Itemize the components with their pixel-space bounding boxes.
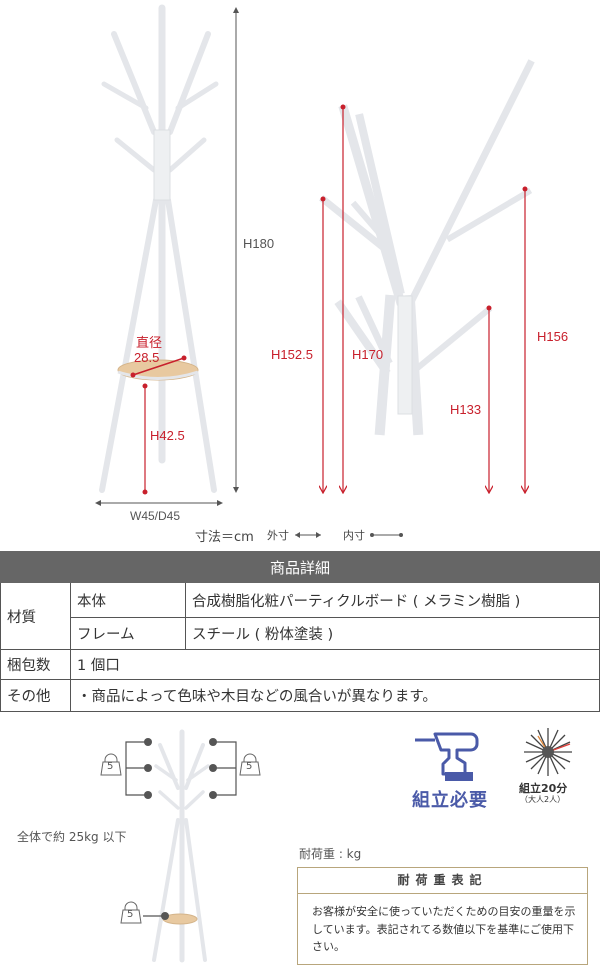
- table-row: その他 ・商品によって色味や木目などの風合いが異なります。: [0, 679, 600, 712]
- row-value-body: 合成樹脂化粧パーティクルボード ( メラミン樹脂 ): [185, 582, 600, 618]
- double-arrow-icon: [295, 532, 403, 538]
- shelf-diameter-label: 直径: [136, 335, 163, 350]
- front-view-diagram: H180 直径 28.5 H42.5 W45/D45: [0, 0, 274, 523]
- hook-height-156: H156: [537, 329, 569, 344]
- hook-height-170: H170: [352, 347, 384, 362]
- load-capacity-diagram: 5 5 5 全体で約 25kg 以下: [0, 720, 300, 970]
- row-label-other: その他: [0, 679, 71, 712]
- row-value-other: ・商品によって色味や木目などの風合いが異なります。: [70, 679, 600, 712]
- total-height-label: H180: [243, 236, 275, 251]
- clock-burst-icon: [524, 728, 572, 776]
- weight-icon-right-value: 5: [246, 761, 253, 772]
- notice-title: 耐荷重表記: [298, 868, 587, 894]
- notice-body: お客様が安全に使っていただくための目安の重量を示しています。表記されてる数値以下…: [312, 905, 576, 953]
- table-row: 梱包数 1 個口: [0, 649, 600, 680]
- assembly-people-label: （大人2人）: [520, 795, 566, 804]
- side-view-diagram: H152.5 H170 H133 H156: [260, 0, 600, 520]
- row-value-packages: 1 個口: [70, 649, 600, 680]
- hook-height-152-5: H152.5: [271, 347, 313, 362]
- shelf-height-label: H42.5: [150, 428, 185, 443]
- coat-rack-side-illustration: [260, 59, 535, 520]
- total-load-label: 全体で約 25kg 以下: [17, 830, 127, 844]
- assembly-required-badge: 組立必要: [405, 728, 495, 813]
- footprint-label: W45/D45: [130, 509, 181, 523]
- weight-icon: [100, 753, 261, 924]
- assembly-required-label: 組立必要: [412, 790, 488, 811]
- row-sublabel-body: 本体: [70, 582, 186, 618]
- coat-rack-load-illustration: [100, 729, 261, 963]
- table-row: フレーム スチール ( 粉体塗装 ): [1, 617, 600, 650]
- coat-rack-front-illustration: [95, 4, 239, 506]
- weight-icon-shelf-value: 5: [127, 909, 134, 920]
- row-sublabel-frame: フレーム: [70, 617, 186, 650]
- product-details-table: 商品詳細 材質 本体 合成樹脂化粧パーティクルボード ( メラミン樹脂 ) フレ…: [0, 551, 600, 712]
- assembly-time-label: 組立20分: [519, 782, 568, 795]
- outer-dimension-label: 外寸: [267, 529, 289, 542]
- load-unit-label: 耐荷重 : kg: [299, 847, 362, 861]
- assembly-time-badge: 組立20分 （大人2人）: [510, 722, 590, 812]
- hook-height-133: H133: [450, 402, 482, 417]
- power-drill-icon: [415, 732, 479, 781]
- unit-label: 寸法＝cm: [195, 530, 254, 545]
- units-legend: 寸法＝cm 外寸 内寸: [195, 526, 435, 545]
- weight-icon-left-value: 5: [107, 761, 114, 772]
- inner-dimension-label: 内寸: [343, 529, 365, 542]
- row-label-material: 材質: [0, 582, 71, 650]
- table-title: 商品詳細: [0, 551, 600, 583]
- row-label-packages: 梱包数: [0, 649, 71, 680]
- load-notice-box: 耐荷重表記 お客様が安全に使っていただくための目安の重量を示しています。表記され…: [297, 867, 588, 965]
- table-row: 材質 本体 合成樹脂化粧パーティクルボード ( メラミン樹脂 ): [0, 582, 600, 650]
- row-value-frame: スチール ( 粉体塗装 ): [185, 617, 600, 650]
- shelf-diameter-value: 28.5: [134, 350, 160, 365]
